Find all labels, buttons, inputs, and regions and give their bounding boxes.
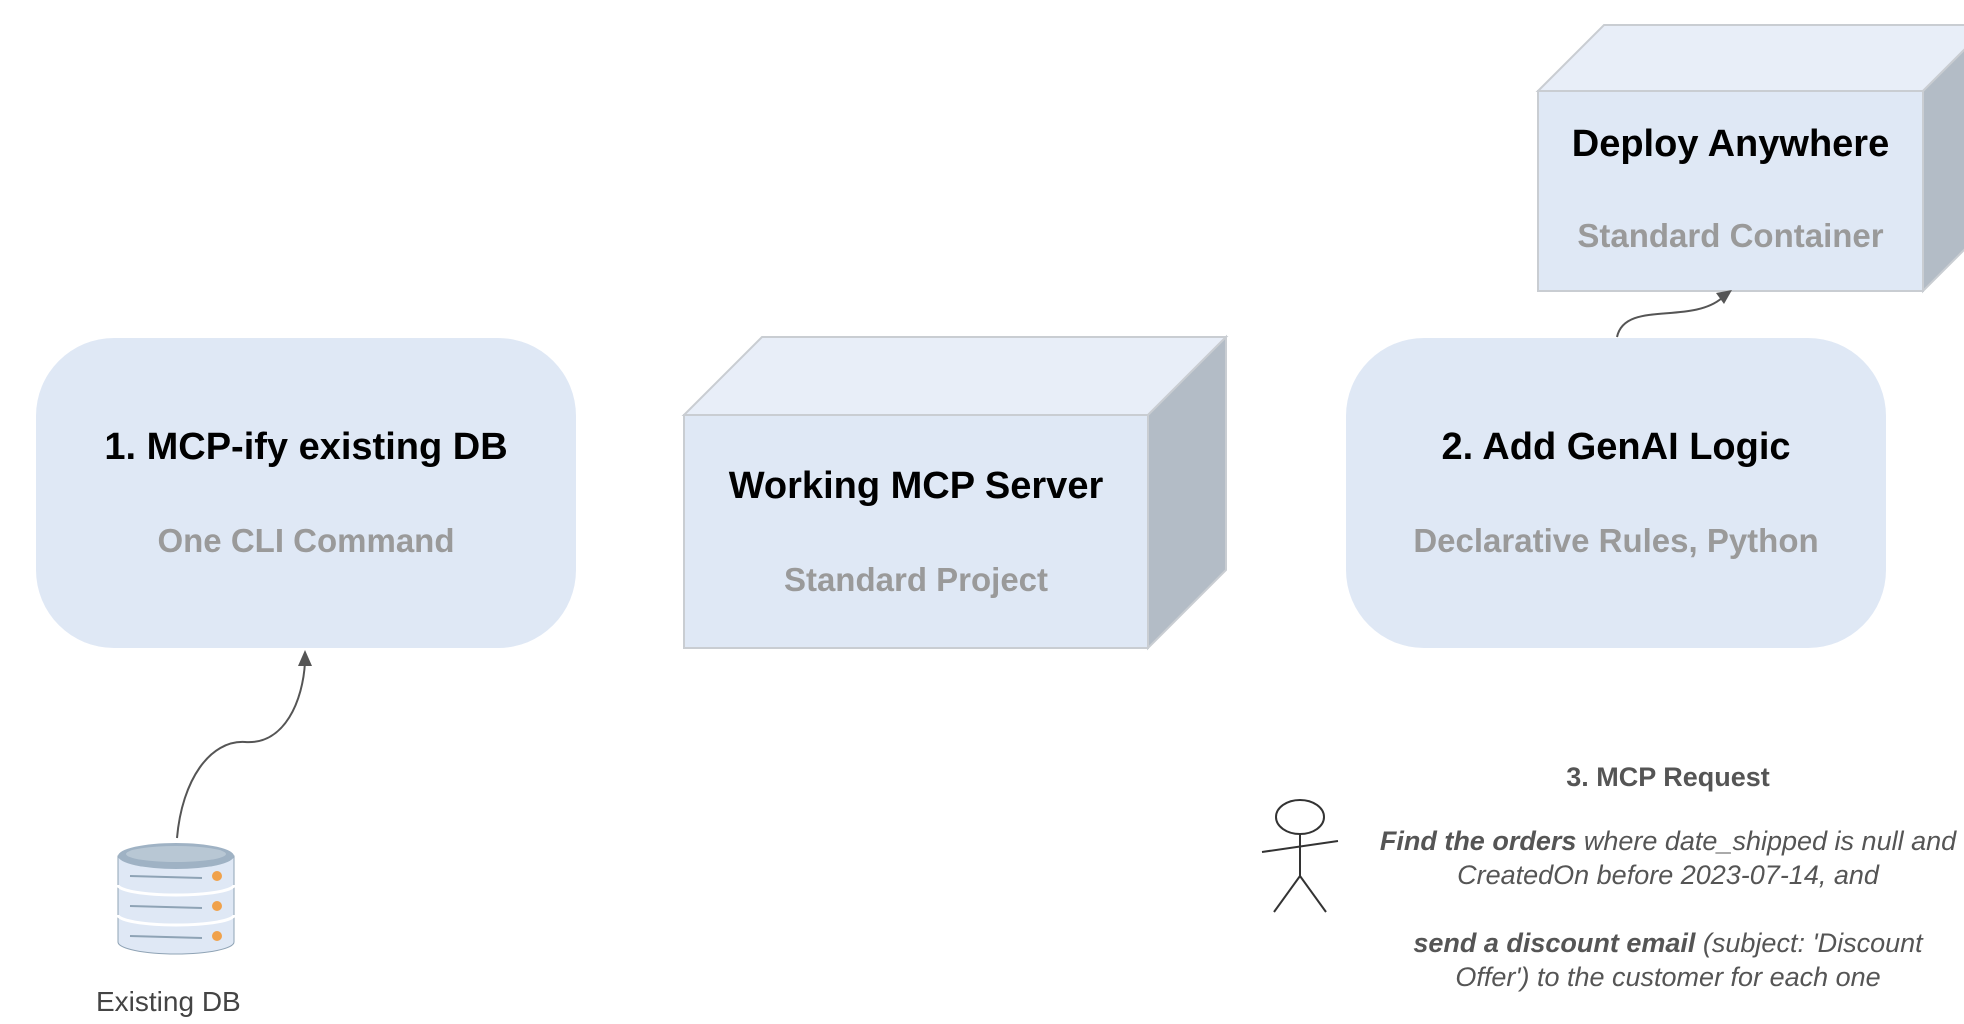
step1-title: 1. MCP-ify existing DB <box>104 426 508 468</box>
step1-box: 1. MCP-ify existing DB One CLI Command <box>36 338 576 648</box>
deploy-label-area: Deploy Anywhere Standard Container <box>1538 91 1923 291</box>
step2-subtitle: Declarative Rules, Python <box>1413 522 1819 559</box>
mcp-request-line2: send a discount email (subject: 'Discoun… <box>1378 926 1958 994</box>
server-cube-front <box>683 414 1149 649</box>
step2-box: 2. Add GenAI Logic Declarative Rules, Py… <box>1346 338 1886 648</box>
deploy-cube-front <box>1537 90 1924 292</box>
server-subtitle: Standard Project <box>783 561 1049 598</box>
database-icon <box>116 843 236 955</box>
mcp-request-title: 3. MCP Request <box>1566 762 1770 792</box>
server-title: Working MCP Server <box>728 465 1104 507</box>
server-cube <box>681 334 1229 651</box>
mcp-request-line2-rest: (subject: 'Discount Offer') to the custo… <box>1455 928 1923 992</box>
mcp-request-line1: Find the orders where date_shipped is nu… <box>1378 824 1958 892</box>
deploy-title: Deploy Anywhere <box>1571 123 1890 165</box>
deploy-subtitle: Standard Container <box>1577 217 1884 254</box>
server-label-area: Working MCP Server Standard Project <box>684 415 1148 648</box>
deploy-cube <box>1535 24 1964 294</box>
mcp-request-line1-bold: Find the orders <box>1379 826 1577 856</box>
step2-title: 2. Add GenAI Logic <box>1441 426 1791 468</box>
database-label: Existing DB <box>96 986 241 1017</box>
mcp-request-line2-bold: send a discount email <box>1413 928 1696 958</box>
step1-subtitle: One CLI Command <box>157 522 455 559</box>
stick-figure-icon <box>1261 799 1339 913</box>
mcp-request: 3. MCP Request Find the orders where dat… <box>1378 760 1958 994</box>
mcp-request-line1-rest: where date_shipped is null and CreatedOn… <box>1457 826 1957 890</box>
